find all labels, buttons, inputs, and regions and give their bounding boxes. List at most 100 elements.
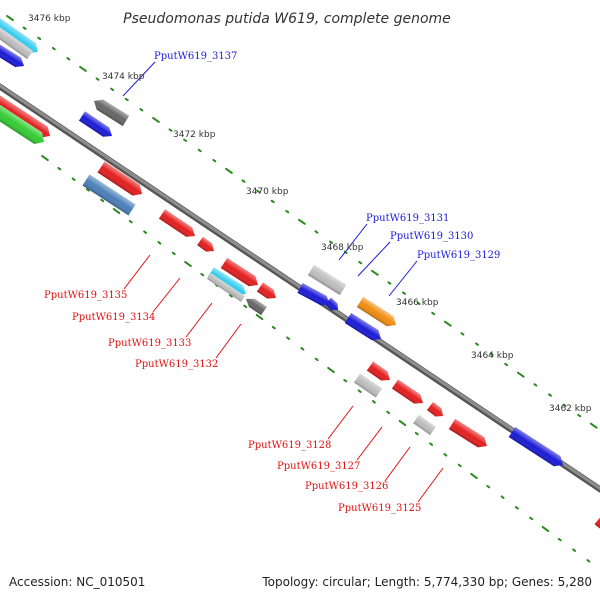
gene-feature[interactable] (0, 43, 27, 70)
kbp-label-3472: 3472 kbp (173, 130, 216, 140)
gene-label-3130[interactable]: PputW619_3130 (390, 231, 473, 242)
gene-feature[interactable] (448, 418, 490, 451)
gene-feature[interactable] (413, 414, 436, 436)
gene-feature[interactable] (78, 111, 115, 140)
inner-track-minor-tick (386, 410, 391, 415)
gene-label-3132[interactable]: PputW619_3132 (135, 359, 218, 370)
kbp-label-3476: 3476 kbp (28, 14, 71, 24)
inner-track-minor-tick (586, 559, 591, 563)
inner-track-minor-tick (486, 484, 491, 489)
outer-track-minor-tick (329, 240, 334, 244)
gene-feature[interactable] (256, 282, 279, 302)
gene-feature-shading (0, 25, 33, 60)
gene-label-3129[interactable]: PputW619_3129 (417, 250, 500, 261)
gene-features (0, 17, 600, 533)
inner-tick-track (41, 154, 591, 563)
outer-track-minor-tick (270, 199, 275, 204)
gene-feature[interactable] (243, 295, 267, 316)
gene-feature[interactable] (0, 25, 33, 60)
gene-feature[interactable] (97, 161, 145, 200)
outer-track-minor-tick (22, 26, 27, 30)
gene-feature[interactable] (158, 209, 198, 240)
map-title: Pseudomonas putida W619, complete genome (123, 11, 451, 27)
inner-track-minor-tick (171, 251, 176, 256)
inner-track-minor-tick (243, 304, 248, 309)
gene-label-3125[interactable]: PputW619_3125 (338, 503, 421, 514)
label-leader-line (417, 467, 444, 503)
gene-feature[interactable] (220, 257, 262, 290)
gene-feature[interactable] (0, 104, 48, 148)
kbp-label-3464: 3464 kbp (471, 351, 514, 361)
gene-feature[interactable] (197, 236, 217, 255)
gene-label-3126[interactable]: PputW619_3126 (305, 481, 388, 492)
gene-feature[interactable] (508, 426, 567, 470)
kbp-label-3462: 3462 kbp (549, 404, 592, 414)
inner-track-minor-tick (57, 166, 62, 171)
inner-track-minor-tick (157, 241, 162, 245)
gene-feature-shading (0, 104, 44, 145)
gene-feature-shading (197, 236, 215, 252)
gene-feature[interactable] (353, 373, 383, 398)
gene-feature[interactable] (91, 96, 130, 127)
accession-text: Accession: NC_010501 (9, 575, 145, 589)
outer-track-minor-tick (212, 158, 217, 163)
gene-label-3127[interactable]: PputW619_3127 (277, 461, 360, 472)
gene-feature-shading (413, 414, 436, 436)
gene-feature[interactable] (356, 296, 399, 330)
gene-label-3137[interactable]: PputW619_3137 (154, 51, 237, 62)
label-leader-line (152, 277, 181, 313)
outer-track-minor-tick (314, 230, 319, 234)
gene-feature[interactable] (207, 273, 245, 302)
outer-track-minor-tick (110, 87, 115, 92)
gene-feature[interactable] (82, 174, 136, 216)
inner-track-major-tick (112, 207, 121, 215)
inner-track-minor-tick (357, 389, 362, 393)
inner-track-minor-tick (85, 188, 90, 192)
inner-track-minor-tick (286, 336, 291, 340)
outer-track-minor-tick (533, 383, 538, 387)
label-leader-line (215, 323, 242, 359)
gene-label-3131[interactable]: PputW619_3131 (366, 213, 449, 224)
gene-feature-shading (366, 361, 390, 381)
gene-feature-shading (0, 17, 39, 53)
inner-track-minor-tick (429, 442, 434, 446)
gene-feature-shading (0, 94, 51, 138)
gene-label-3135[interactable]: PputW619_3135 (44, 290, 127, 301)
gene-feature-shading (208, 267, 247, 295)
gene-label-3128[interactable]: PputW619_3128 (248, 440, 331, 451)
gene-feature[interactable] (426, 402, 446, 420)
gene-label-3133[interactable]: PputW619_3133 (108, 338, 191, 349)
gene-feature[interactable] (0, 17, 41, 57)
label-leader-line (384, 446, 411, 482)
gene-feature[interactable] (594, 515, 600, 533)
outer-track-minor-tick (51, 46, 56, 51)
gene-feature[interactable] (344, 312, 384, 344)
gene-feature-shading (94, 99, 130, 127)
outer-track-minor-tick (402, 291, 407, 295)
inner-track-minor-tick (200, 272, 205, 277)
gene-feature-shading (97, 161, 142, 196)
outer-track-minor-tick (577, 413, 582, 418)
gene-label-3134[interactable]: PputW619_3134 (72, 312, 155, 323)
gene-feature-shading (158, 209, 196, 237)
gene-feature-shading (344, 312, 382, 341)
gene-feature-shading (78, 111, 112, 137)
gene-feature[interactable] (324, 297, 341, 314)
outer-track-minor-tick (489, 352, 494, 356)
gene-feature[interactable] (366, 361, 393, 384)
inner-track-minor-tick (314, 357, 319, 362)
label-leader-line (338, 223, 368, 261)
inner-track-minor-tick (71, 177, 76, 181)
outer-track-minor-tick (285, 209, 290, 214)
gene-feature[interactable] (208, 267, 249, 298)
inner-track-minor-tick (371, 400, 376, 404)
gene-feature[interactable] (297, 283, 332, 309)
gene-feature-shading (0, 43, 24, 67)
gene-feature[interactable] (0, 94, 54, 142)
gene-feature[interactable] (391, 379, 426, 407)
gene-feature-shading (324, 297, 338, 311)
gene-feature[interactable] (307, 264, 347, 296)
inner-track-minor-tick (514, 506, 519, 510)
